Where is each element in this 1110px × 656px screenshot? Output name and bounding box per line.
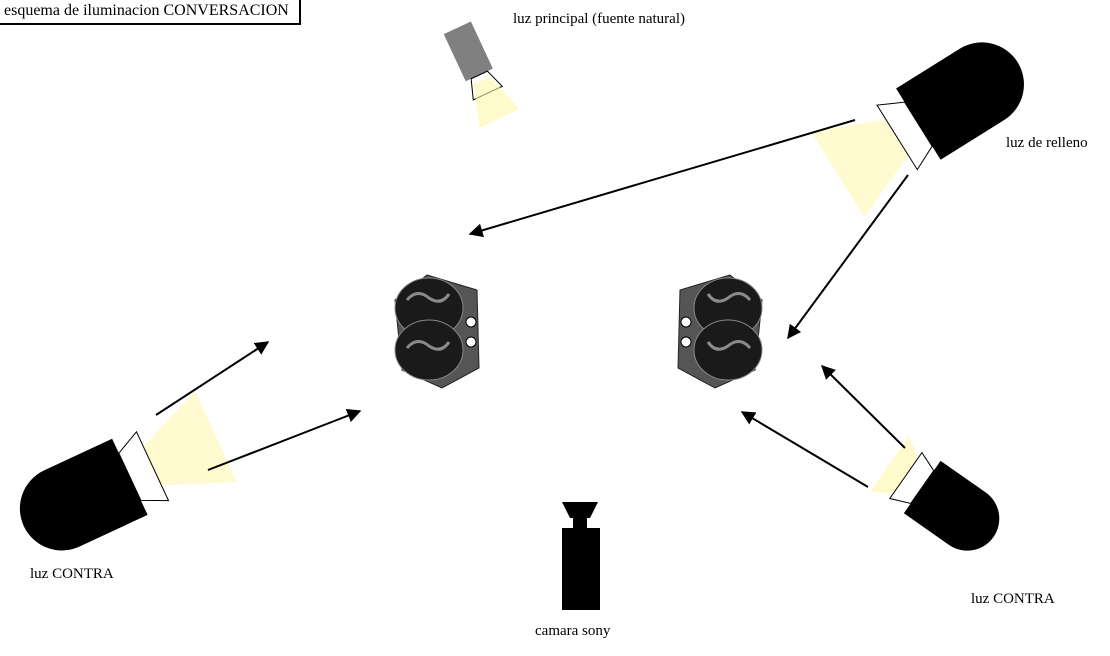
back-light-left-fixture — [19, 391, 238, 551]
diagram-title: esquema de iluminacion CONVERSACION — [0, 0, 301, 25]
person-left — [394, 274, 480, 389]
key-light-label: luz principal (fuente natural) — [513, 11, 686, 27]
back-light-left-label: luz CONTRA — [30, 566, 114, 582]
person-right — [677, 274, 763, 389]
arrow-back-right-lower — [740, 411, 869, 488]
arrow-back-left-lower — [207, 409, 362, 471]
fill-light-label: luz de relleno — [1006, 135, 1088, 151]
camera-label: camara sony — [535, 623, 611, 639]
fill-light-fixture — [811, 42, 1024, 217]
key-light-fixture — [443, 21, 520, 128]
back-light-right-label: luz CONTRA — [971, 591, 1055, 607]
arrow-back-right-upper — [821, 365, 906, 449]
arrow-fill-to-left — [468, 119, 856, 238]
arrow-fill-to-right — [787, 174, 909, 340]
back-light-right-fixture — [869, 436, 1000, 551]
arrow-back-left-upper — [155, 341, 270, 416]
camera-icon — [562, 502, 600, 610]
